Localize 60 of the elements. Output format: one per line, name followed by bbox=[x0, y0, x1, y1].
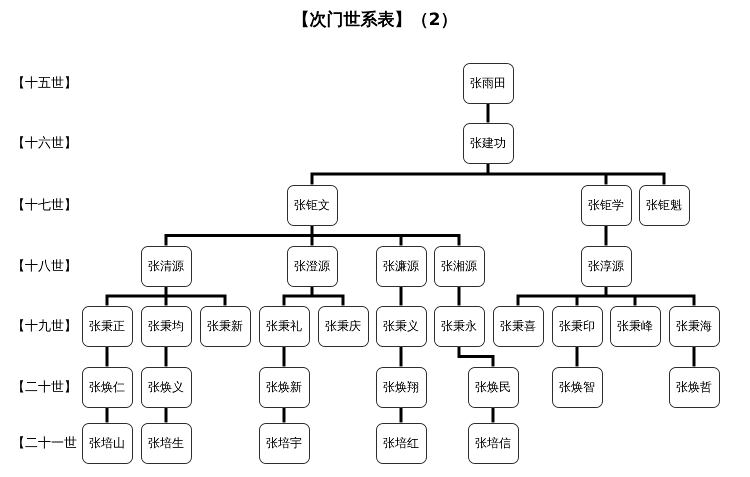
chart-title: 【次门世系表】（2） bbox=[292, 9, 458, 31]
person-box: 张秉新 bbox=[200, 306, 250, 346]
generation-label: 【十七世】 bbox=[12, 197, 77, 214]
connector-line bbox=[106, 346, 108, 366]
person-box: 张秉义 bbox=[376, 306, 426, 346]
connector-line bbox=[310, 286, 344, 306]
person-box: 张澄源 bbox=[286, 246, 338, 286]
person-box: 张雨田 bbox=[462, 62, 514, 104]
person-box: 张秉均 bbox=[140, 306, 192, 346]
connector-line bbox=[576, 346, 578, 366]
person-box: 张秉海 bbox=[668, 306, 720, 346]
person-box: 张培生 bbox=[140, 422, 192, 464]
generation-label: 【二十一世 bbox=[12, 435, 77, 452]
person-box: 张濂源 bbox=[376, 246, 426, 286]
generation-label: 【十八世】 bbox=[12, 258, 77, 275]
connector-line bbox=[400, 346, 402, 366]
person-box: 张培山 bbox=[82, 422, 132, 464]
person-box: 张焕仁 bbox=[82, 366, 132, 408]
connector-line bbox=[458, 286, 460, 306]
connector-line bbox=[400, 286, 402, 306]
connector-line bbox=[282, 408, 286, 422]
connector-line bbox=[604, 226, 608, 246]
person-box: 张焕翔 bbox=[376, 366, 426, 408]
person-box: 张湘源 bbox=[434, 246, 484, 286]
person-box: 张焕新 bbox=[258, 366, 310, 408]
person-box: 张焕民 bbox=[468, 366, 518, 408]
connector-line bbox=[486, 104, 490, 122]
connector-line bbox=[106, 408, 108, 422]
person-box: 张秉正 bbox=[82, 306, 132, 346]
person-box: 张淳源 bbox=[580, 246, 632, 286]
person-box: 张培红 bbox=[376, 422, 426, 464]
person-box: 张建功 bbox=[462, 122, 514, 164]
person-box: 张秉礼 bbox=[258, 306, 310, 346]
generation-label: 【十六世】 bbox=[12, 135, 77, 152]
generation-label: 【二十世】 bbox=[12, 379, 77, 396]
person-box: 张焕哲 bbox=[668, 366, 720, 408]
connector-line bbox=[164, 286, 226, 306]
connector-line bbox=[692, 346, 696, 366]
person-box: 张秉永 bbox=[434, 306, 484, 346]
person-box: 张培信 bbox=[468, 422, 518, 464]
person-box: 张秉庆 bbox=[318, 306, 368, 346]
connector-line bbox=[164, 408, 168, 422]
person-box: 张秉峰 bbox=[610, 306, 660, 346]
connector-line bbox=[282, 346, 286, 366]
connector-line bbox=[486, 164, 666, 184]
person-box: 张钜魁 bbox=[638, 184, 690, 226]
person-box: 张焕义 bbox=[140, 366, 192, 408]
connector-line bbox=[492, 408, 494, 422]
person-box: 张秉印 bbox=[552, 306, 602, 346]
connector-line bbox=[400, 408, 402, 422]
connector-line bbox=[164, 346, 168, 366]
person-box: 张钜文 bbox=[286, 184, 338, 226]
person-box: 张培宇 bbox=[258, 422, 310, 464]
person-box: 张清源 bbox=[140, 246, 192, 286]
generation-label: 【十九世】 bbox=[12, 318, 77, 335]
generation-label: 【十五世】 bbox=[12, 75, 77, 92]
person-box: 张钜学 bbox=[580, 184, 632, 226]
connector-line bbox=[458, 346, 494, 366]
person-box: 张秉喜 bbox=[492, 306, 544, 346]
person-box: 张焕智 bbox=[552, 366, 602, 408]
